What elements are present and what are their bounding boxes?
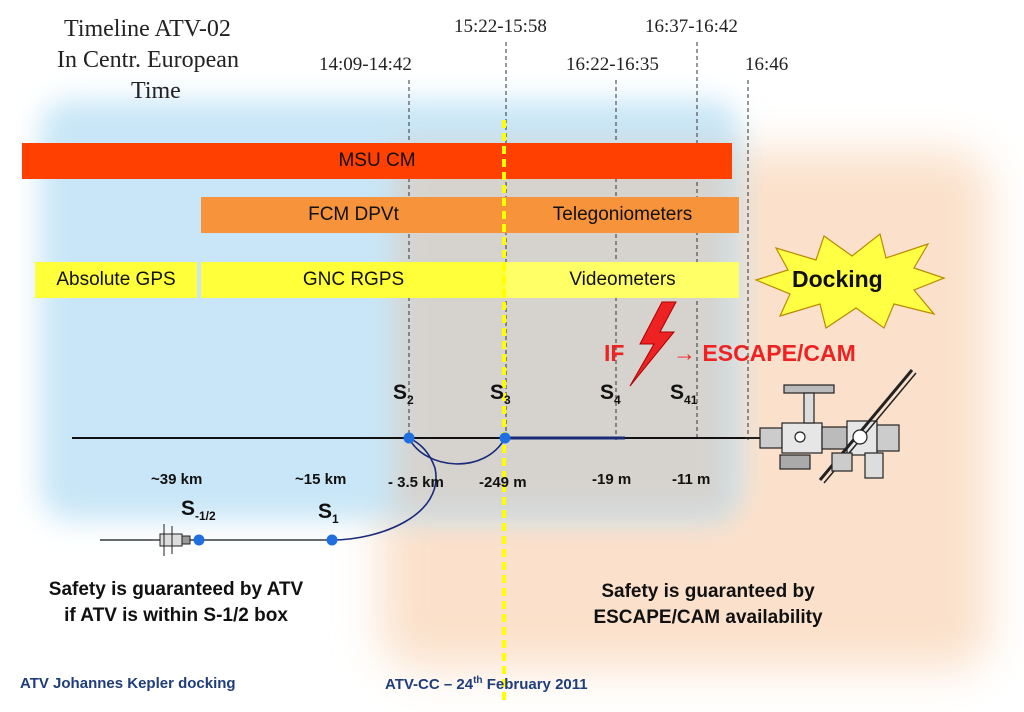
safety-note-atv-line-1: Safety is guaranteed by ATV <box>48 579 304 600</box>
bar-msu-cm-label: MSU CM <box>338 150 416 171</box>
safety-note-atv-line-2: if ATV is within S-1/2 box <box>64 605 288 626</box>
title-line-1: Timeline ATV-02 <box>64 16 231 42</box>
bar-msu-cm: MSU CM <box>22 143 732 179</box>
bar-gnc-rgps-label: GNC RGPS <box>302 269 405 290</box>
footer-mission-name: ATV Johannes Kepler docking <box>20 675 236 692</box>
stage-label-s41: S41 <box>670 381 698 407</box>
time-label-s3: 15:22-15:58 <box>454 16 547 37</box>
stage-label-s1: S1 <box>318 500 339 526</box>
iss-module-icon <box>745 369 917 484</box>
distance-label-11m: -11 m <box>672 471 711 488</box>
distance-label-3-5km: - 3.5 km <box>388 474 444 491</box>
docking-starburst <box>754 232 946 329</box>
time-label-s2: 14:09-14:42 <box>319 54 412 75</box>
marker-s-half <box>193 534 205 546</box>
stage-label-s-half: S-1/2 <box>181 497 216 523</box>
atv-spacecraft-icon <box>152 524 191 556</box>
bar-telegoniometers-label: Telegoniometers <box>552 204 693 225</box>
footer-date: ATV-CC – 24th February 2011 <box>385 675 588 693</box>
bar-fcm-dpvt: FCM DPVt <box>201 197 506 233</box>
distance-label-19m: -19 m <box>592 471 632 488</box>
safety-note-escape: Safety is guaranteed by ESCAPE/CAM avail… <box>560 579 856 631</box>
stage-label-s2: S2 <box>393 381 414 407</box>
safety-note-atv: Safety is guaranteed by ATV if ATV is wi… <box>20 577 332 629</box>
stage-label-s3: S3 <box>490 381 511 407</box>
lightning-bolt-icon <box>629 301 677 387</box>
safety-note-escape-line-1: Safety is guaranteed by <box>601 581 815 602</box>
bar-videometers-label: Videometers <box>569 269 676 290</box>
marker-s2 <box>403 432 415 444</box>
time-label-docking: 16:46 <box>745 54 789 75</box>
distance-label-15km: ~15 km <box>295 471 347 488</box>
escape-cam-label: → ESCAPE/CAM <box>673 340 856 366</box>
bar-videometers: Videometers <box>506 262 739 298</box>
bar-absolute-gps: Absolute GPS <box>35 262 197 298</box>
stage-label-s4: S4 <box>600 381 621 407</box>
trajectory-curve-s2-s3 <box>408 437 506 465</box>
bar-fcm-dpvt-label: FCM DPVt <box>308 204 399 225</box>
bar-absolute-gps-label: Absolute GPS <box>56 269 176 290</box>
distance-label-249m: -249 m <box>479 474 527 491</box>
time-label-s41: 16:37-16:42 <box>645 16 738 37</box>
docking-label: Docking <box>792 266 883 292</box>
marker-s1 <box>326 534 338 546</box>
distance-label-39km: ~39 km <box>151 471 203 488</box>
marker-s3 <box>499 432 511 444</box>
bar-telegoniometers: Telegoniometers <box>506 197 739 233</box>
if-label: IF <box>604 340 625 366</box>
time-label-s4: 16:22-16:35 <box>566 54 659 75</box>
title-line-3: Time <box>131 78 181 104</box>
title-line-2: In Centr. European <box>57 47 239 73</box>
bar-gnc-rgps: GNC RGPS <box>201 262 506 298</box>
safety-note-escape-line-2: ESCAPE/CAM availability <box>593 607 823 628</box>
